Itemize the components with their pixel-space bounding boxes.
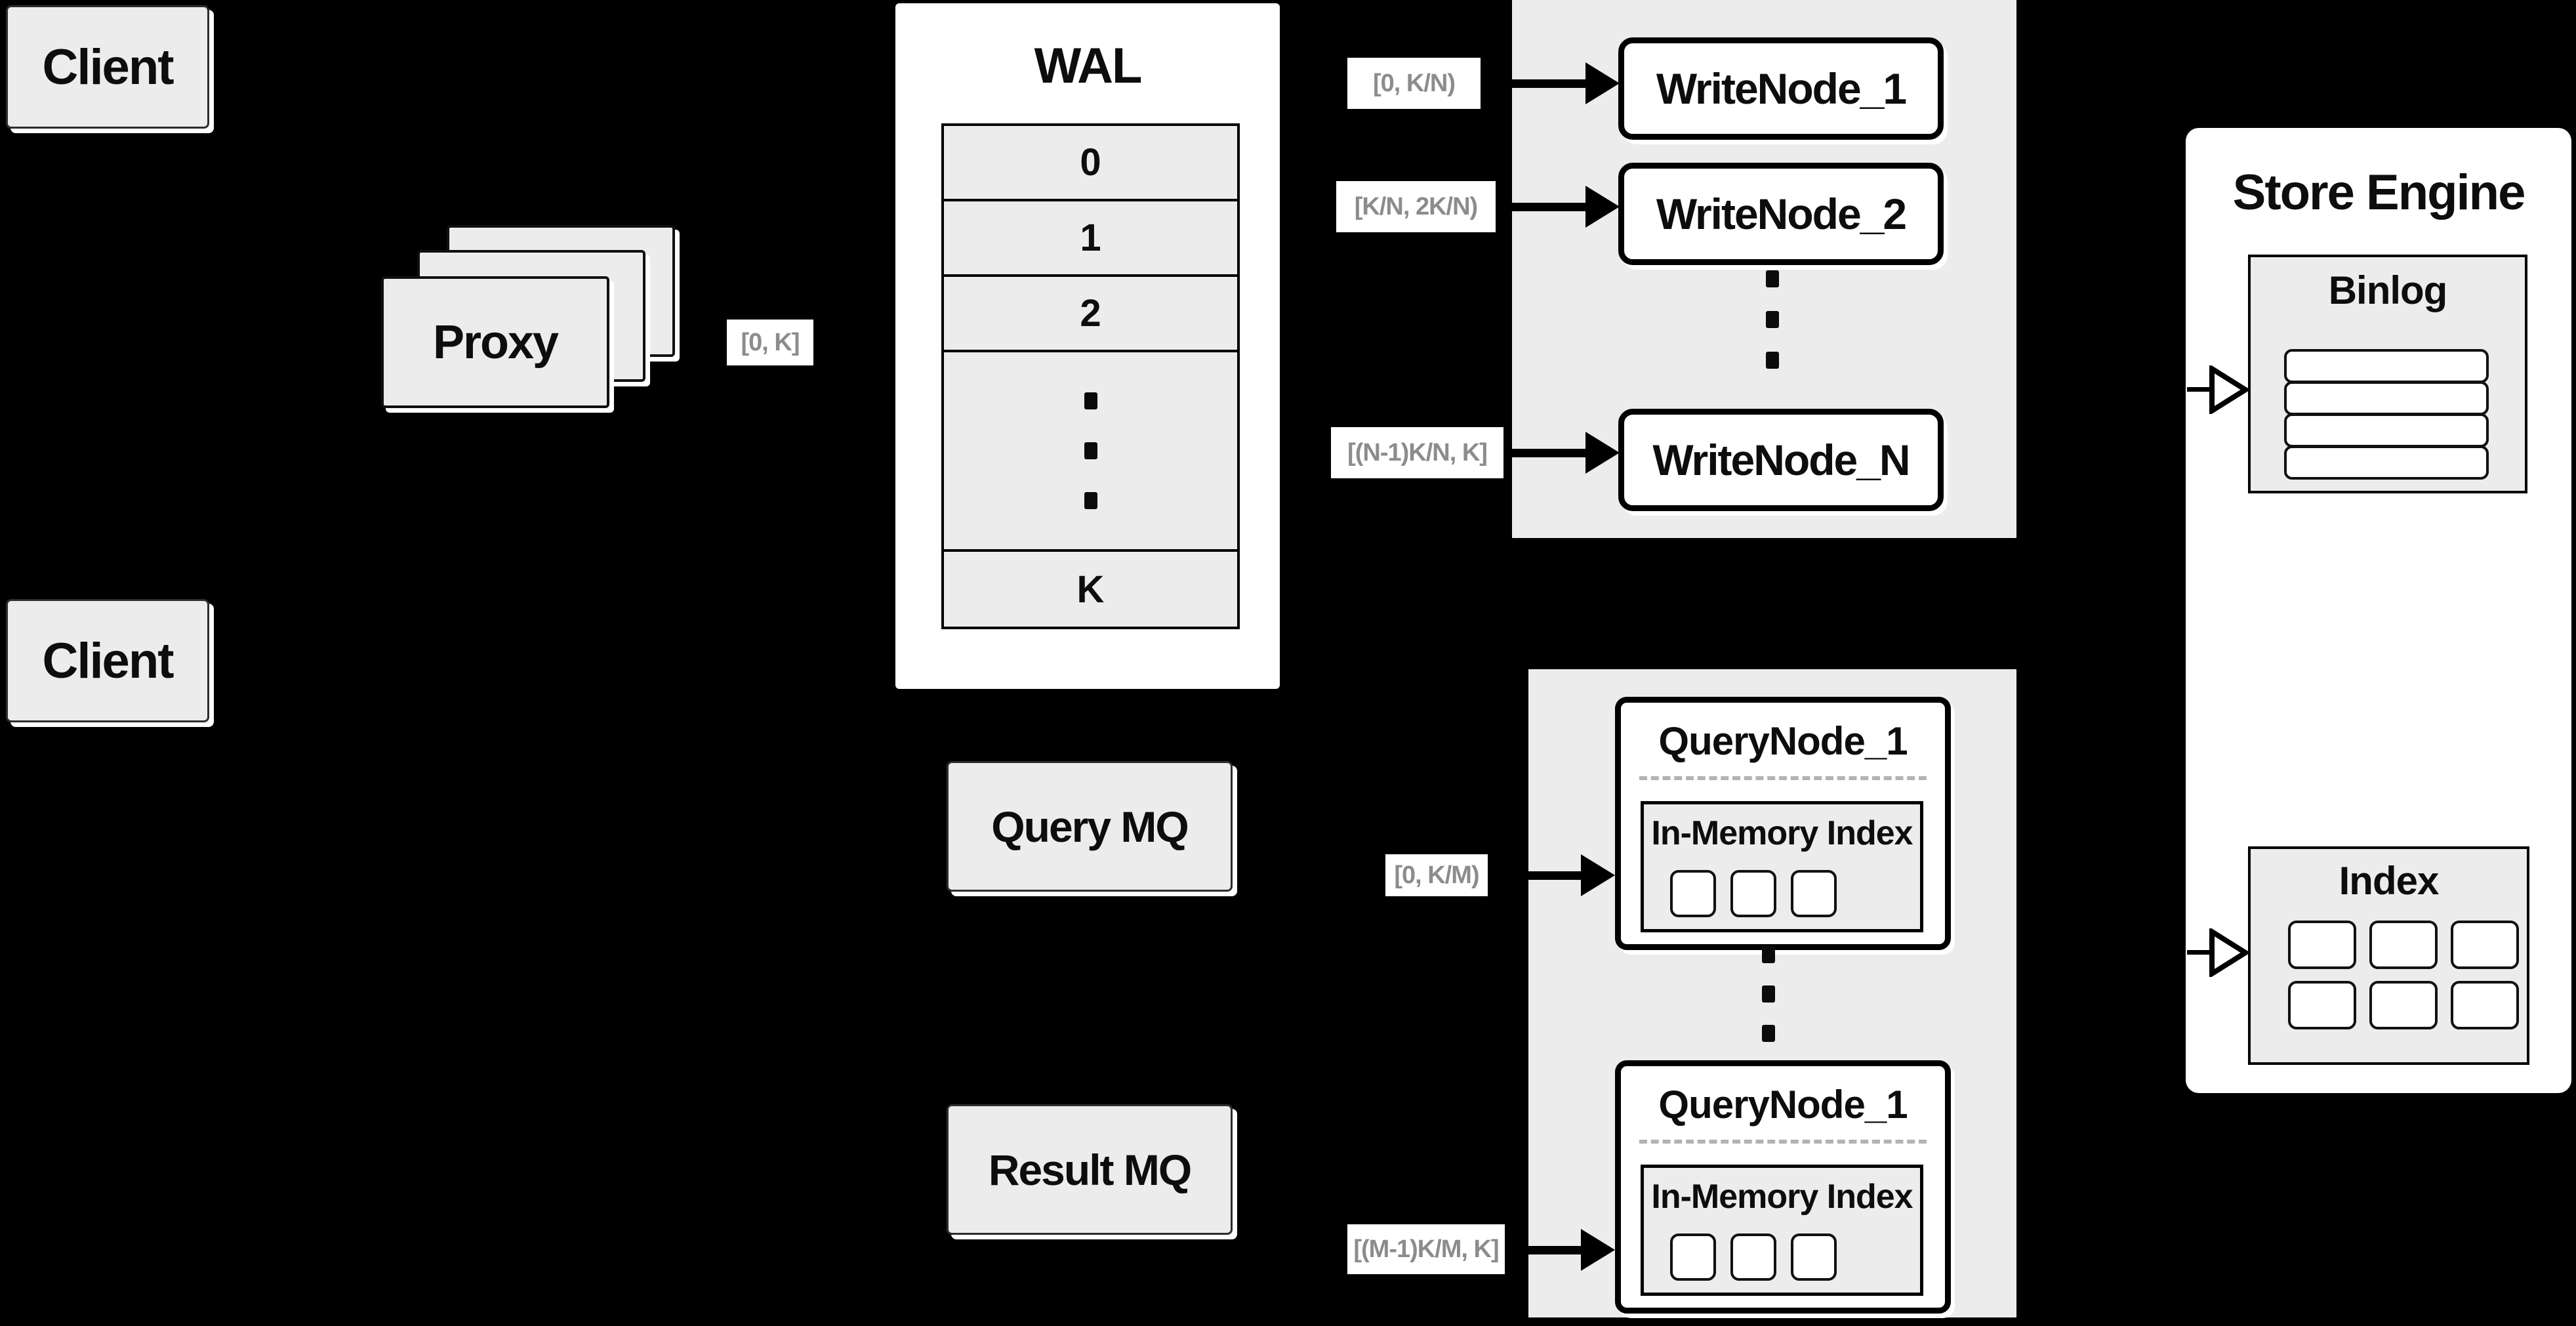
wal-row-0: 0 bbox=[944, 126, 1237, 201]
query-node-separator bbox=[1639, 776, 1927, 780]
write-node-2: WriteNode_2 bbox=[1618, 163, 1944, 265]
proxy-stack: Proxy bbox=[381, 225, 683, 415]
in-memory-index-box: In-Memory Index bbox=[1641, 801, 1923, 932]
write-node-1: WriteNode_1 bbox=[1618, 37, 1944, 140]
edge-label-proxy-range: [0, K] bbox=[727, 320, 813, 365]
segment-cell bbox=[1791, 870, 1837, 917]
query-node-first: QueryNode_1 In-Memory Index bbox=[1615, 697, 1951, 950]
proxy-box: Proxy bbox=[381, 276, 609, 408]
client-box-top: Client bbox=[6, 5, 209, 129]
segment-cell bbox=[1730, 1233, 1776, 1281]
in-memory-index-box: In-Memory Index bbox=[1641, 1165, 1923, 1296]
edge-label-write-n: [(N-1)K/N, K] bbox=[1331, 427, 1503, 478]
binlog-row bbox=[2284, 445, 2489, 480]
index-cell bbox=[2288, 981, 2356, 1029]
result-mq-box: Result MQ bbox=[947, 1104, 1233, 1235]
edge-label-query-first: [0, K/M) bbox=[1385, 854, 1488, 896]
query-node-title: QueryNode_1 bbox=[1658, 719, 1908, 763]
arrow-line-query-last bbox=[1526, 1246, 1586, 1254]
index-cell bbox=[2288, 921, 2356, 969]
arrow-head-query-first bbox=[1581, 854, 1615, 896]
wal-table: 0 1 2 K bbox=[941, 123, 1240, 629]
open-arrow-line-binlog bbox=[2187, 387, 2215, 392]
wal-title: WAL bbox=[1034, 38, 1143, 94]
arrow-line-write-2 bbox=[1509, 203, 1591, 211]
edge-label-query-last: [(M-1)K/M, K] bbox=[1347, 1224, 1505, 1274]
wal-row-ellipsis bbox=[944, 352, 1237, 552]
query-node-second: QueryNode_1 In-Memory Index bbox=[1615, 1060, 1951, 1314]
store-engine-title: Store Engine bbox=[2232, 165, 2526, 220]
arrow-head-write-n bbox=[1585, 432, 1620, 474]
binlog-row bbox=[2284, 413, 2489, 447]
open-arrow-head-index bbox=[2209, 928, 2249, 977]
segment-cell bbox=[1791, 1233, 1837, 1281]
query-mq-box: Query MQ bbox=[947, 761, 1233, 892]
wal-box: WAL 0 1 2 K bbox=[895, 3, 1280, 689]
wal-row-2: 2 bbox=[944, 277, 1237, 352]
arrow-line-query-first bbox=[1526, 871, 1586, 880]
arrow-head-query-last bbox=[1581, 1229, 1615, 1271]
query-nodes-ellipsis bbox=[1762, 946, 1775, 1042]
edge-label-write-1: [0, K/N) bbox=[1347, 58, 1481, 109]
index-box: Index bbox=[2248, 846, 2529, 1065]
store-engine-box: Store Engine Binlog Index bbox=[2186, 128, 2571, 1093]
wal-row-k: K bbox=[944, 552, 1237, 627]
index-title: Index bbox=[2339, 859, 2440, 903]
in-memory-index-title: In-Memory Index bbox=[1651, 1178, 1913, 1216]
wal-row-1: 1 bbox=[944, 201, 1237, 277]
arrow-head-write-1 bbox=[1585, 62, 1620, 104]
vertical-ellipsis bbox=[1084, 392, 1097, 509]
binlog-title: Binlog bbox=[2328, 268, 2448, 312]
query-node-title: QueryNode_1 bbox=[1658, 1083, 1908, 1127]
write-node-n: WriteNode_N bbox=[1618, 409, 1944, 511]
query-node-separator bbox=[1639, 1140, 1927, 1144]
index-cell bbox=[2451, 921, 2519, 969]
arrow-line-write-1 bbox=[1509, 79, 1591, 88]
arrow-head-write-2 bbox=[1585, 186, 1620, 228]
segment-cell bbox=[1730, 870, 1776, 917]
index-cell bbox=[2451, 981, 2519, 1029]
in-memory-index-title: In-Memory Index bbox=[1651, 814, 1913, 852]
binlog-row bbox=[2284, 349, 2489, 383]
arrow-line-write-n bbox=[1509, 449, 1591, 457]
open-arrow-head-binlog bbox=[2209, 365, 2249, 414]
write-nodes-ellipsis bbox=[1766, 270, 1779, 369]
segment-cell bbox=[1670, 1233, 1716, 1281]
edge-label-write-2: [K/N, 2K/N) bbox=[1336, 181, 1496, 232]
segment-cell bbox=[1670, 870, 1716, 917]
binlog-box: Binlog bbox=[2248, 255, 2527, 493]
index-cell bbox=[2369, 921, 2438, 969]
index-cell bbox=[2369, 981, 2438, 1029]
client-box-bottom: Client bbox=[6, 599, 209, 722]
open-arrow-line-index bbox=[2187, 950, 2215, 955]
binlog-row bbox=[2284, 381, 2489, 415]
